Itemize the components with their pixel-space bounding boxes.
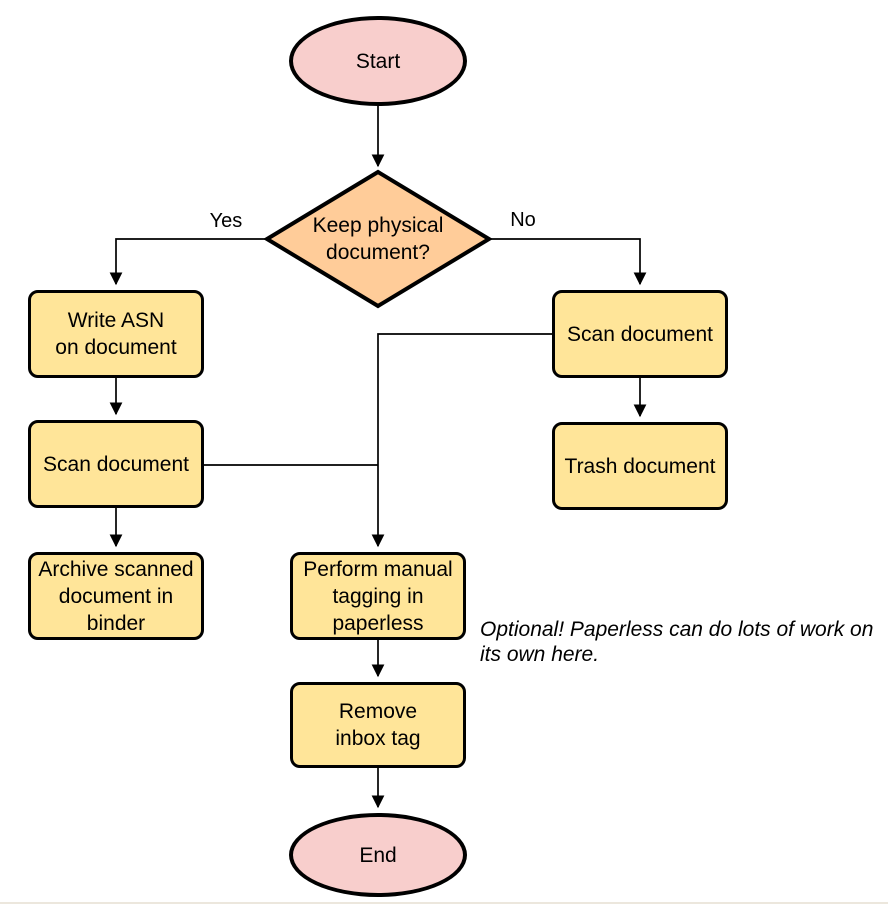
annotation-text: Optional! Paperless can do lots of work … (480, 618, 874, 666)
process-scan-document-right: Scan document (552, 290, 728, 378)
edge-no-to-scan-document (489, 238, 647, 286)
process-scan-document-left: Scan document (28, 420, 204, 508)
process-archive-label: Archive scanned document in binder (38, 557, 194, 635)
process-trash-label: Trash document (564, 454, 716, 478)
process-archive-in-binder: Archive scanned document in binder (28, 552, 204, 640)
bottom-divider-line (0, 902, 888, 904)
process-manual-tagging: Perform manual tagging in paperless (290, 552, 466, 640)
end-node: End (289, 813, 467, 897)
end-node-label: End (359, 843, 397, 867)
decision-diamond-shape (263, 169, 493, 309)
process-write-asn-label: Write ASN on document (55, 309, 177, 359)
edge-yes-to-write-asn (109, 238, 267, 286)
decision-label-text: Keep physical document? (312, 214, 444, 264)
process-tagging-label: Perform manual tagging in paperless (303, 557, 453, 635)
process-scan-right-label: Scan document (567, 322, 713, 346)
edge-scan-right-to-tagging (371, 333, 552, 548)
annotation-optional-note: Optional! Paperless can do lots of work … (480, 592, 882, 667)
process-scan-left-label: Scan document (43, 452, 189, 476)
start-node: Start (289, 16, 467, 106)
process-write-asn: Write ASN on document (28, 290, 204, 378)
start-node-label: Start (355, 49, 401, 73)
yes-label-text: Yes (209, 209, 243, 232)
process-remove-inbox-tag: Remove inbox tag (290, 682, 466, 768)
edge-label-no: No (502, 208, 544, 232)
decision-keep-physical-document-label: Keep physical document? (283, 209, 473, 269)
no-label-text: No (510, 208, 536, 231)
process-remove-inbox-label: Remove inbox tag (335, 700, 421, 750)
edge-label-yes: Yes (204, 209, 248, 233)
process-trash-document: Trash document (552, 422, 728, 510)
